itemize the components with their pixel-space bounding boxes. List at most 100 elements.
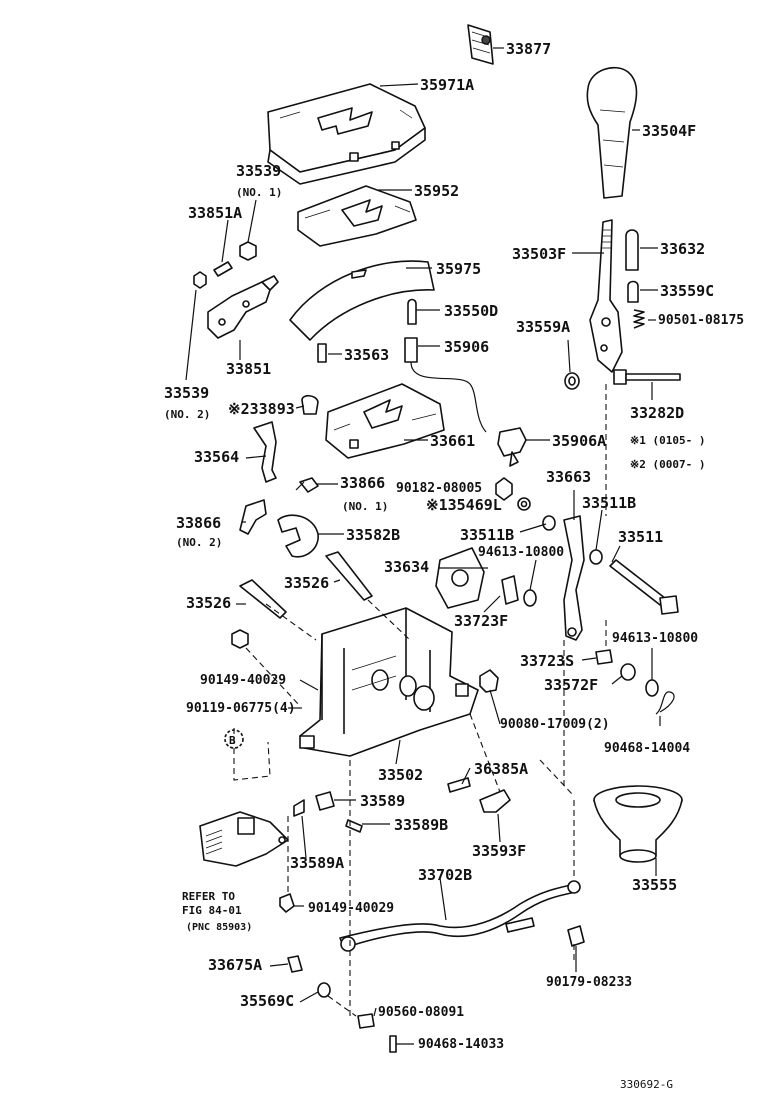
label-33550D: 33550D xyxy=(444,302,498,320)
part-labels: 33877 35971A 33504F 33539 (NO. 1) 35952 … xyxy=(164,40,744,1091)
label-35906: 35906 xyxy=(444,338,489,356)
label-33851A: 33851A xyxy=(188,204,242,222)
clip-33866-no2 xyxy=(239,499,267,535)
label-33511B-a: 33511B xyxy=(582,494,636,512)
bushing-33632 xyxy=(625,229,639,271)
label-90501: 90501-08175 xyxy=(658,313,744,328)
upper-cover-35971A xyxy=(267,83,426,185)
pin-33563 xyxy=(317,343,327,363)
label-33893: ※233893 xyxy=(228,400,295,418)
nut-33539-no1 xyxy=(239,241,257,261)
label-35952: 35952 xyxy=(414,182,459,200)
label-94613-b: 94613-10800 xyxy=(612,631,698,646)
pin-33589B xyxy=(345,819,363,833)
label-no2-b: (NO. 2) xyxy=(176,536,222,549)
slide-cover-35975 xyxy=(289,260,435,341)
label-33564: 33564 xyxy=(194,448,239,466)
label-33282D: 33282D xyxy=(630,404,684,422)
bushing-33589 xyxy=(315,791,335,811)
label-33511B-b: 33511B xyxy=(460,526,514,544)
label-36385A: 36385A xyxy=(474,760,528,778)
label-33593F: 33593F xyxy=(472,842,526,860)
nut-90080 xyxy=(479,669,499,693)
pin-90468-a xyxy=(655,691,675,715)
label-33504F: 33504F xyxy=(642,122,696,140)
label-33503F: 33503F xyxy=(512,245,566,263)
nut-90149-a xyxy=(231,629,249,649)
label-90182: 90182-08005 xyxy=(396,481,482,496)
label-90468-b: 90468-14033 xyxy=(418,1037,504,1052)
label-33563: 33563 xyxy=(344,346,389,364)
bushing-33723S xyxy=(595,649,613,665)
washer-35469L xyxy=(517,497,531,511)
clip-33866-no1 xyxy=(295,477,319,493)
label-33723F: 33723F xyxy=(454,612,508,630)
washer-94613-b xyxy=(645,679,659,697)
label-33526-b: 33526 xyxy=(186,594,231,612)
figure-code: 330692-G xyxy=(620,1078,673,1091)
label-90560: 90560-08091 xyxy=(378,1005,464,1020)
label-33539-no1: 33539 xyxy=(236,162,281,180)
label-90149-b: 90149-40029 xyxy=(308,901,394,916)
pin-36385A xyxy=(447,777,471,793)
knob-33593F xyxy=(479,789,511,813)
label-90080: 90080-17009(2) xyxy=(500,717,610,732)
bolt-33526-a xyxy=(239,579,287,619)
label-33663: 33663 xyxy=(546,468,591,486)
transmission-rod-33702B xyxy=(339,880,581,952)
label-94613-a: 94613-10800 xyxy=(478,545,564,560)
shift-base-33502 xyxy=(299,607,479,757)
nut-33539-no2 xyxy=(193,271,207,289)
label-33502: 33502 xyxy=(378,766,423,784)
label-33559A: 33559A xyxy=(516,318,570,336)
arm-33663 xyxy=(563,515,585,641)
label-35569C: 35569C xyxy=(240,992,294,1010)
label-90179: 90179-08233 xyxy=(546,975,632,990)
nut-90149-b xyxy=(279,893,295,913)
bulb-socket-35906 xyxy=(404,337,487,433)
pin-33851A xyxy=(213,261,233,277)
refer-line-2: FIG 84-01 xyxy=(182,904,242,917)
label-33589: 33589 xyxy=(360,792,405,810)
bushing-33675A xyxy=(287,955,303,973)
label-35469L: ※135469L xyxy=(426,496,502,514)
label-no2-a: (NO. 2) xyxy=(164,408,210,421)
refer-line-1: REFER TO xyxy=(182,890,235,903)
leader-lines xyxy=(185,47,661,1045)
label-33555: 33555 xyxy=(632,876,677,894)
pin-33559C xyxy=(627,280,639,303)
refer-line-3: (PNC 85903) xyxy=(186,922,252,933)
shift-lever-33503F xyxy=(589,219,623,373)
washer-35569C xyxy=(317,982,331,998)
label-33634: 33634 xyxy=(384,558,429,576)
label-33589A: 33589A xyxy=(290,854,344,872)
spacer-90560 xyxy=(357,1013,375,1029)
spring-90501 xyxy=(633,309,645,329)
label-33632: 33632 xyxy=(660,240,705,258)
label-35975: 35975 xyxy=(436,260,481,278)
washer-94613 xyxy=(523,589,537,607)
connector-35906A xyxy=(497,427,527,467)
label-33572F: 33572F xyxy=(544,676,598,694)
label-90468-a: 90468-14004 xyxy=(604,741,690,756)
shaft-33511 xyxy=(609,559,679,615)
note-1: ※1 (0105- ) xyxy=(630,434,705,447)
label-33526-a: 33526 xyxy=(284,574,329,592)
solenoid-assembly xyxy=(199,811,289,867)
bushing-33723F xyxy=(501,575,519,605)
washer-33559A xyxy=(564,372,580,390)
label-33866-no2: 33866 xyxy=(176,514,221,532)
label-35906A: 35906A xyxy=(552,432,606,450)
detent-33582B xyxy=(277,514,319,558)
washer-33511B-b xyxy=(589,549,603,565)
spring-33589A xyxy=(293,799,305,817)
label-no1-b: (NO. 1) xyxy=(342,500,388,513)
label-33559C: 33559C xyxy=(660,282,714,300)
bracket-33851 xyxy=(207,275,279,339)
bushing-90179 xyxy=(567,925,585,947)
label-90149-a: 90149-40029 xyxy=(200,673,286,688)
bolt-33282D xyxy=(613,369,681,385)
boot-33555 xyxy=(593,785,683,863)
label-33661: 33661 xyxy=(430,432,475,450)
